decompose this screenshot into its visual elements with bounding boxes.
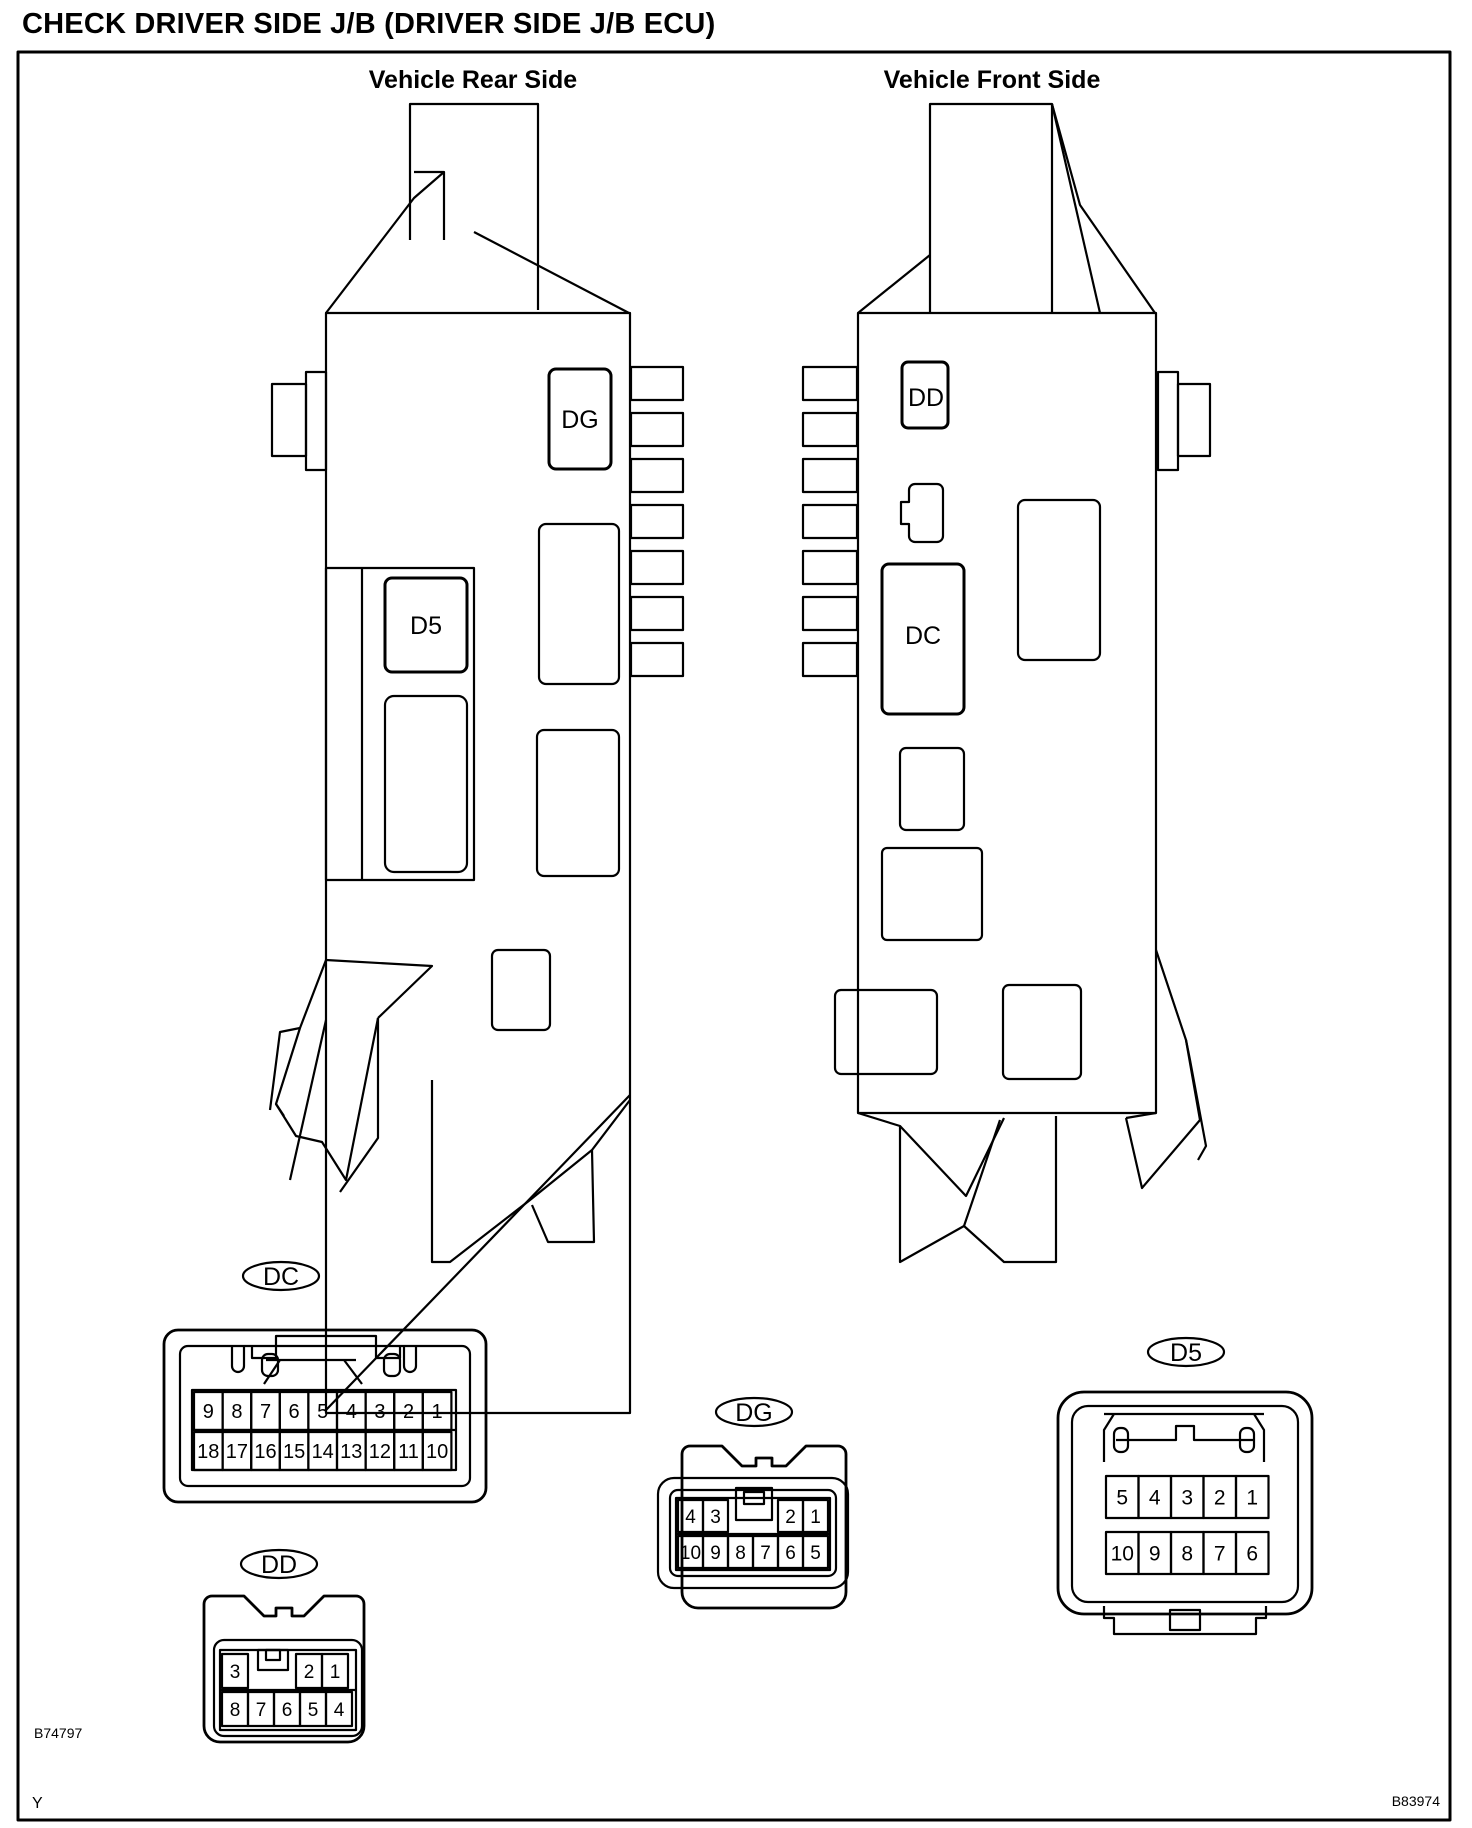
dd-pin-number: 5 xyxy=(308,1700,319,1721)
figure-frame xyxy=(16,50,1452,1822)
dc-pin-number: 11 xyxy=(398,1441,419,1463)
d5-pin-number: 8 xyxy=(1181,1543,1193,1566)
dc-pin-number: 7 xyxy=(260,1401,271,1423)
d5-pin-number: 10 xyxy=(1111,1543,1134,1566)
connector-dd-label: DD xyxy=(261,1551,297,1579)
d5-pin-number: 7 xyxy=(1214,1543,1226,1566)
connector-dg-label: DG xyxy=(735,1399,773,1427)
connector-dc-label: DC xyxy=(263,1263,299,1291)
view-label-rear: Vehicle Rear Side xyxy=(369,66,578,94)
view-label-front: Vehicle Front Side xyxy=(884,66,1101,94)
dd-pin-number: 8 xyxy=(230,1700,241,1721)
dc-pin-number: 6 xyxy=(289,1401,300,1423)
dd-pin-cell xyxy=(324,1690,354,1728)
jb-front-view: DD DC xyxy=(801,102,1212,1264)
dc-pin-number: 4 xyxy=(346,1401,357,1423)
dc-pin-number: 3 xyxy=(374,1401,385,1423)
d5-pin-number: 1 xyxy=(1246,1487,1258,1510)
corner-code: Y xyxy=(32,1795,43,1812)
dc-pin-number: 15 xyxy=(283,1441,305,1463)
dc-pin-number: 9 xyxy=(203,1401,214,1423)
figure-code: B83974 xyxy=(1392,1793,1440,1809)
dd-pin-cell xyxy=(220,1652,250,1690)
inner-figure-code: B74797 xyxy=(34,1725,82,1741)
jb-rear-view: DG D5 xyxy=(268,102,685,1415)
dc-pin-number: 12 xyxy=(369,1441,391,1463)
dd-pin-number: 2 xyxy=(304,1662,315,1683)
dc-pin-cell xyxy=(421,1430,453,1472)
dd-pin-number: 4 xyxy=(334,1700,345,1721)
dg-pin-number: 9 xyxy=(710,1543,721,1564)
dg-pin-cell xyxy=(801,1534,830,1570)
page-title: CHECK DRIVER SIDE J/B (DRIVER SIDE J/B E… xyxy=(22,8,716,40)
dc-pin-number: 5 xyxy=(317,1401,328,1423)
dd-pin-number: 3 xyxy=(230,1662,241,1683)
dd-pin-cell xyxy=(320,1652,350,1690)
dg-pin-cell xyxy=(701,1498,730,1534)
dg-pin-number: 6 xyxy=(785,1543,796,1564)
dc-pin-number: 1 xyxy=(432,1401,443,1423)
dd-pin-number: 7 xyxy=(256,1700,267,1721)
dc-pin-number: 16 xyxy=(254,1441,276,1463)
dd-pin-number: 1 xyxy=(330,1662,341,1683)
jb-label-d5: D5 xyxy=(410,612,442,640)
d5-pin-number: 6 xyxy=(1246,1543,1258,1566)
dc-pin-number: 18 xyxy=(197,1441,219,1463)
connector-d5-label: D5 xyxy=(1170,1339,1202,1367)
jb-label-dd: DD xyxy=(908,384,944,412)
dc-pin-number: 10 xyxy=(426,1441,448,1463)
dc-pin-number: 13 xyxy=(340,1441,362,1463)
dg-pin-number: 5 xyxy=(810,1543,821,1564)
d5-pin-number: 3 xyxy=(1181,1487,1193,1510)
dc-pin-number: 8 xyxy=(231,1401,242,1423)
dc-pin-number: 14 xyxy=(312,1441,334,1463)
d5-pin-cell xyxy=(1234,1474,1270,1520)
dg-pin-number: 2 xyxy=(785,1507,796,1528)
dg-pin-number: 7 xyxy=(760,1543,771,1564)
d5-pin-number: 4 xyxy=(1149,1487,1161,1510)
dg-pin-number: 3 xyxy=(710,1507,721,1528)
d5-pin-number: 2 xyxy=(1214,1487,1226,1510)
jb-label-dc: DC xyxy=(905,622,941,650)
dc-pin-cell xyxy=(421,1390,453,1432)
dc-pin-number: 17 xyxy=(226,1441,248,1463)
dg-pin-number: 1 xyxy=(810,1507,821,1528)
jb-label-dg: DG xyxy=(561,406,599,434)
d5-pin-cell xyxy=(1234,1530,1270,1576)
dd-pin-number: 6 xyxy=(282,1700,293,1721)
dg-pin-number: 8 xyxy=(735,1543,746,1564)
d5-pin-number: 5 xyxy=(1116,1487,1128,1510)
dg-pin-cell xyxy=(801,1498,830,1534)
dc-pin-number: 2 xyxy=(403,1401,414,1423)
dg-pin-number: 10 xyxy=(680,1543,701,1564)
d5-pin-number: 9 xyxy=(1149,1543,1161,1566)
dg-pin-number: 4 xyxy=(685,1507,696,1528)
